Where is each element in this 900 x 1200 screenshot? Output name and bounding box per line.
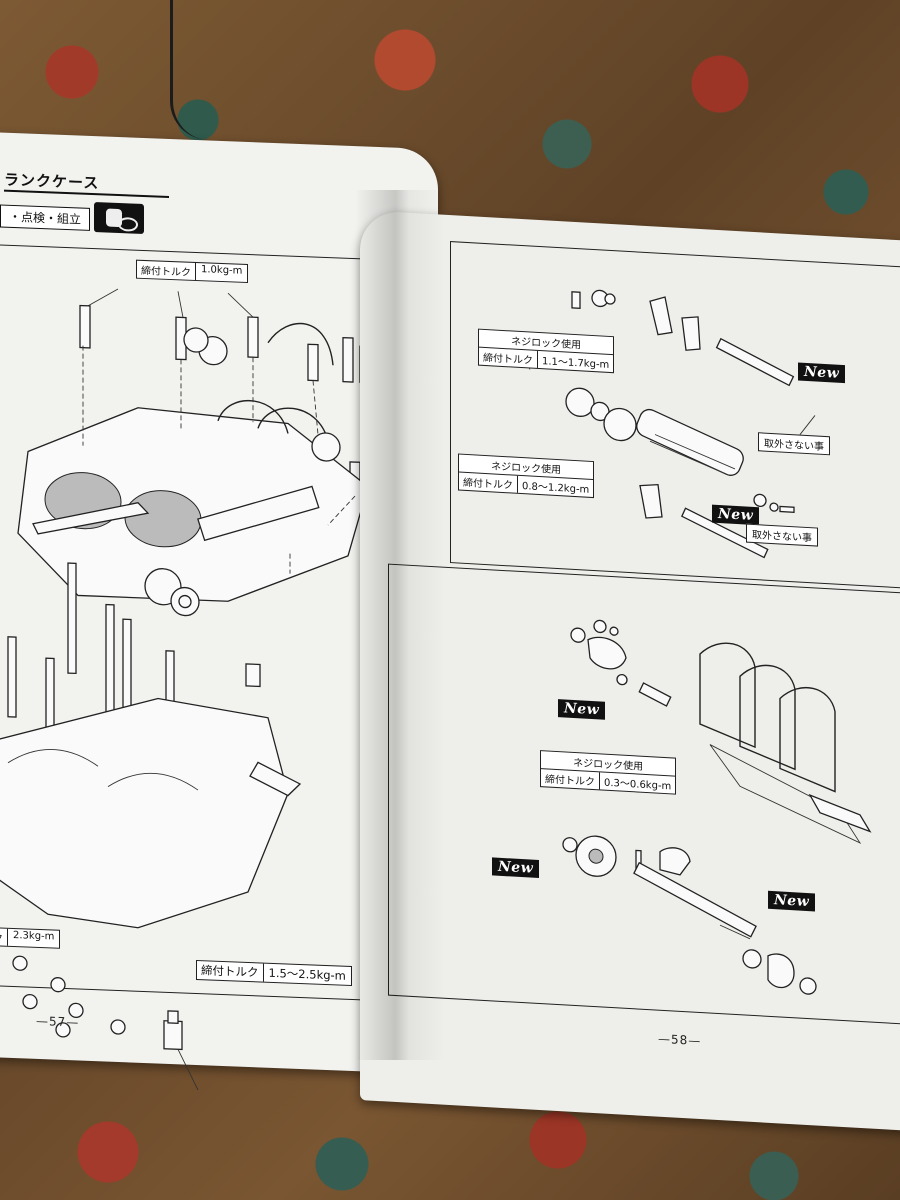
remark-do-not-remove-1: 取外さない事 bbox=[758, 432, 830, 456]
engine-part-icon bbox=[94, 202, 144, 234]
remark-do-not-remove-2: 取外さない事 bbox=[746, 523, 818, 547]
section-subtitle: ・点検・組立 bbox=[0, 204, 91, 231]
left-page: ランクケース ・点検・組立 締付トルク 1.0kg-m bbox=[0, 132, 438, 1091]
crankcase-lower-drawing bbox=[0, 562, 302, 1091]
new-badge-bottom-2: New bbox=[492, 857, 540, 879]
shift-drum-drawing bbox=[517, 289, 816, 559]
section-title: ランクケース bbox=[4, 168, 170, 198]
cable bbox=[170, 0, 209, 140]
torque-label-bottom-left: ク 2.3kg-m bbox=[0, 927, 61, 949]
page-number-right: —58— bbox=[658, 1031, 702, 1049]
new-badge-top-2: New bbox=[712, 504, 760, 526]
page-number-left: —57— bbox=[36, 1013, 80, 1030]
new-badge-top-1: New bbox=[798, 362, 846, 384]
shift-shaft-drawing bbox=[562, 619, 872, 995]
new-badge-bottom-3: New bbox=[768, 890, 816, 912]
new-badge-bottom-1: New bbox=[558, 699, 606, 720]
